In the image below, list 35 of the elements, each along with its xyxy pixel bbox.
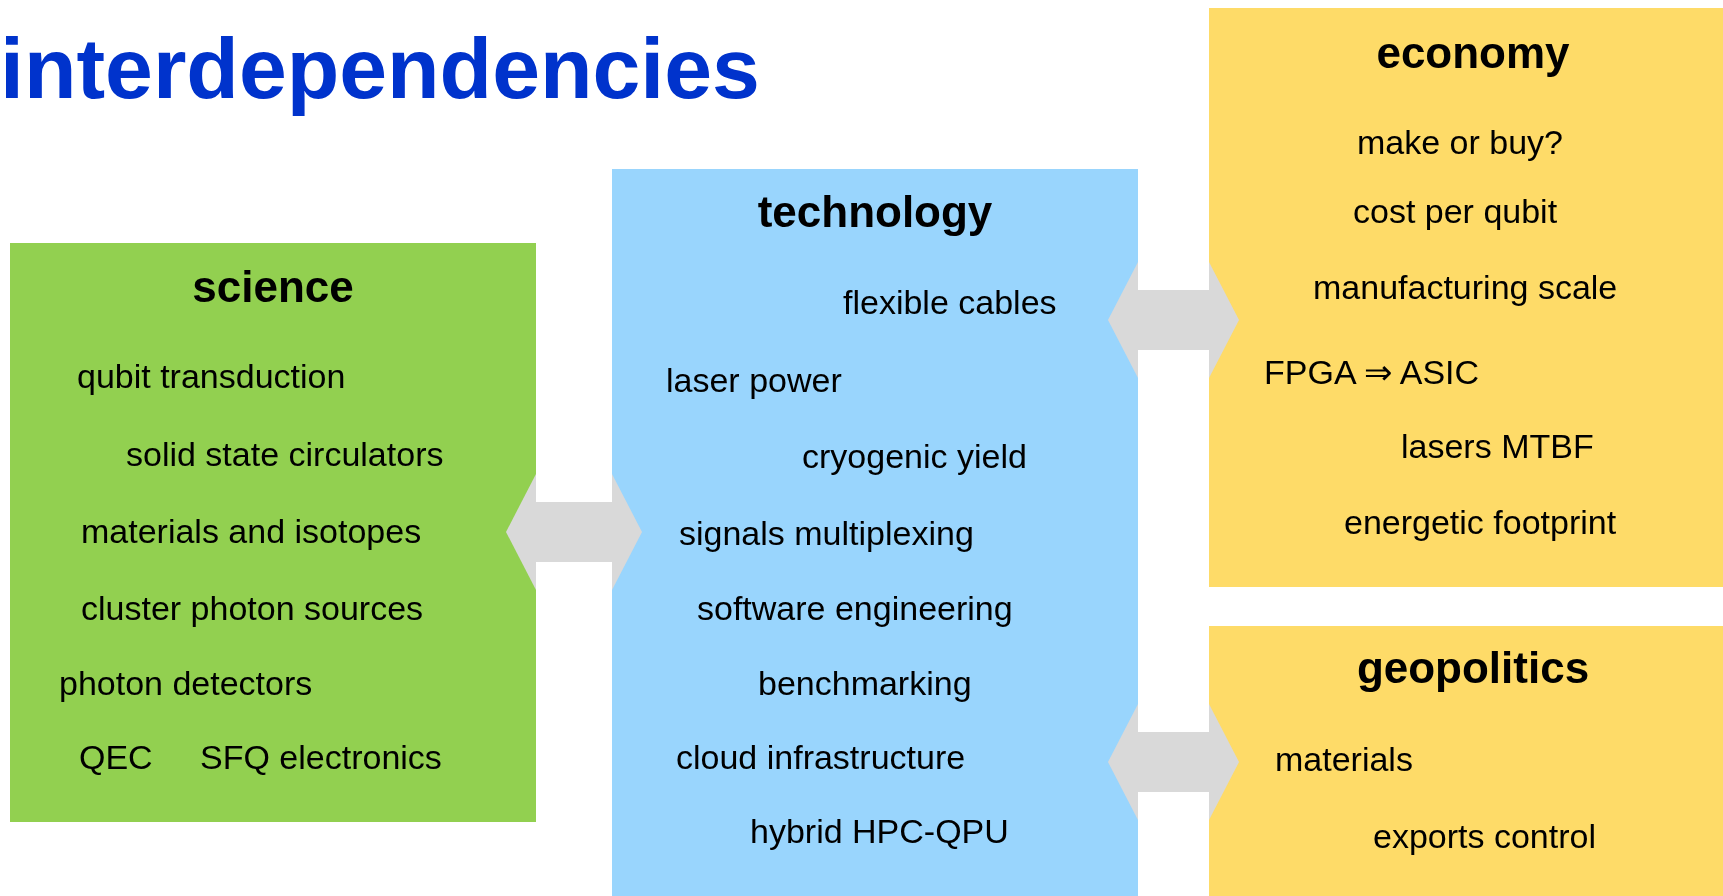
topic-text: materials	[1275, 741, 1413, 779]
panel-heading: geopolitics	[1356, 643, 1590, 693]
topic-text: flexible cables	[843, 284, 1057, 322]
topic-text: solid state circulators	[126, 436, 444, 474]
topic-text: exports control	[1373, 818, 1596, 856]
topic-text: FPGA ⇒ ASIC	[1264, 354, 1480, 392]
topic-text: SFQ electronics	[200, 739, 442, 777]
topic-text: qubit transduction	[77, 358, 346, 396]
topic-text: cost per qubit	[1353, 193, 1558, 231]
topic-text: benchmarking	[758, 665, 972, 703]
topic-text: hybrid HPC-QPU	[750, 813, 1009, 851]
topic-text: signals multiplexing	[679, 515, 974, 553]
topic-text: software engineering	[697, 590, 1013, 628]
panel-heading: technology	[757, 187, 993, 237]
topic-text: cryogenic yield	[802, 438, 1027, 476]
topic-text: photon detectors	[59, 665, 313, 703]
topic-text: laser power	[666, 362, 842, 400]
panel-heading: economy	[1376, 28, 1570, 78]
double-arrow	[1108, 262, 1239, 378]
title: interdependencies	[0, 20, 760, 116]
topic-text: materials and isotopes	[81, 513, 422, 551]
category-panel	[10, 243, 536, 822]
topic-text: energetic footprint	[1344, 504, 1617, 542]
topic-text: manufacturing scale	[1313, 269, 1618, 307]
category-panel	[612, 169, 1138, 896]
category-panel	[1209, 626, 1723, 896]
topic-text: make or buy?	[1357, 124, 1563, 162]
category-panel	[1209, 8, 1723, 587]
topic-text: lasers MTBF	[1401, 428, 1594, 466]
topic-text: cloud infrastructure	[676, 739, 966, 777]
double-arrow	[1108, 704, 1239, 820]
double-arrow	[506, 474, 642, 590]
topic-text: QEC	[79, 739, 153, 777]
topic-text: cluster photon sources	[81, 590, 424, 628]
panel-heading: science	[192, 262, 354, 312]
